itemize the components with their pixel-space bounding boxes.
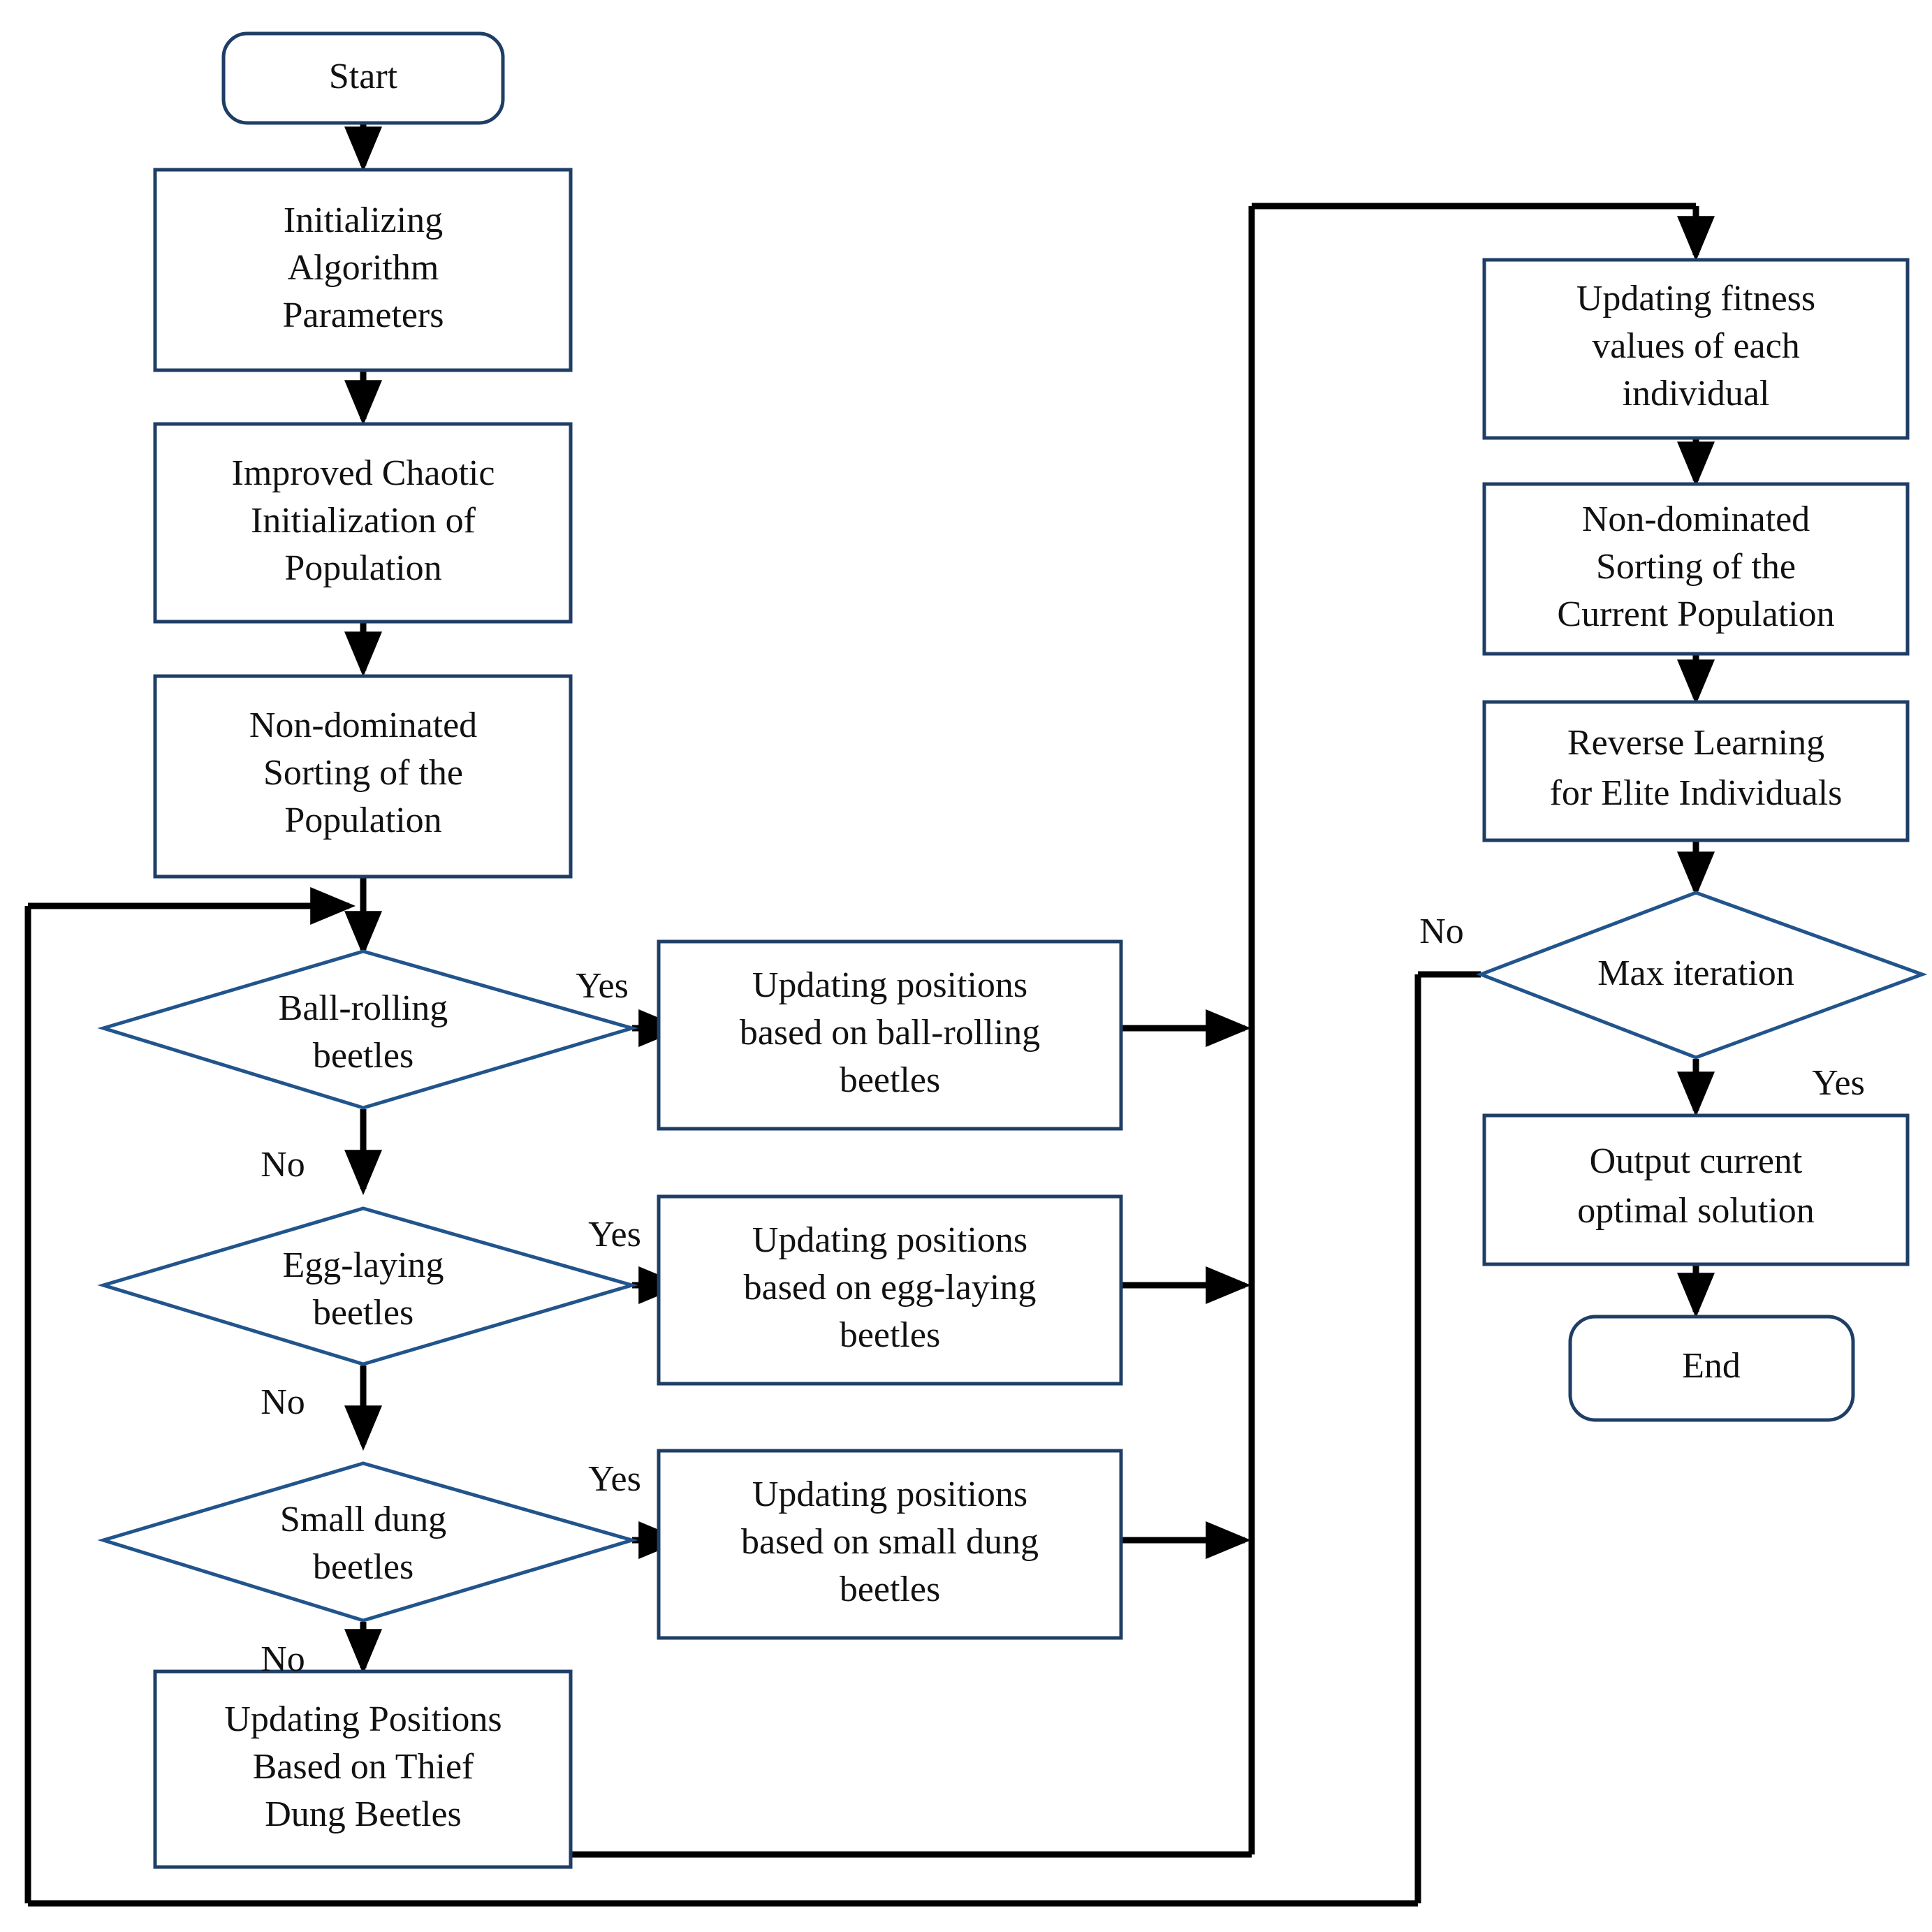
- node-update-fitness[interactable]: Updating fitness values of each individu…: [1482, 258, 1910, 440]
- max-iteration-label: Max iteration: [1597, 953, 1794, 993]
- chaotic-init-line-1: Improved Chaotic: [232, 453, 495, 493]
- edge-label-small-dung-no: No: [261, 1639, 305, 1679]
- update-small-dung-line-1: Updating positions: [752, 1474, 1027, 1514]
- update-thief-line-2: Based on Thief: [253, 1747, 474, 1787]
- update-ball-rolling-line-3: beetles: [840, 1060, 940, 1100]
- update-small-dung-line-2: based on small dung: [741, 1522, 1039, 1562]
- end-label: End: [1682, 1346, 1741, 1386]
- small-dung-shape: [97, 1461, 638, 1623]
- small-dung-line-1: Small dung: [280, 1500, 446, 1539]
- edge-label-ball-rolling-no: No: [261, 1145, 305, 1185]
- nds-population-line-3: Population: [284, 800, 441, 840]
- node-reverse-learning[interactable]: Reverse Learning for Elite Individuals: [1482, 700, 1910, 842]
- ball-rolling-shape: [97, 949, 638, 1110]
- node-output-optimal[interactable]: Output current optimal solution: [1482, 1113, 1910, 1266]
- init-params-line-3: Parameters: [282, 295, 444, 335]
- edge-label-small-dung-yes: Yes: [588, 1459, 641, 1499]
- reverse-learning-line-1: Reverse Learning: [1567, 723, 1824, 763]
- edge-label-max-iteration-no: No: [1419, 912, 1464, 951]
- update-small-dung-line-3: beetles: [840, 1569, 940, 1609]
- update-fitness-shape: [1482, 258, 1910, 440]
- start-label: Start: [329, 57, 398, 96]
- ball-rolling-line-1: Ball-rolling: [279, 988, 448, 1028]
- update-small-dung-shape: [657, 1449, 1123, 1640]
- chaotic-init-line-3: Population: [284, 548, 441, 588]
- nds-current-line-2: Sorting of the: [1596, 547, 1796, 587]
- update-fitness-line-2: values of each: [1592, 326, 1799, 366]
- egg-laying-shape: [97, 1206, 638, 1366]
- nds-population-line-1: Non-dominated: [249, 705, 477, 745]
- update-ball-rolling-line-2: based on ball-rolling: [740, 1013, 1040, 1053]
- update-thief-shape: [153, 1669, 573, 1869]
- node-nds-population[interactable]: Non-dominated Sorting of the Population: [153, 674, 573, 879]
- nds-current-line-3: Current Population: [1557, 594, 1834, 634]
- reverse-learning-shape: [1482, 700, 1910, 842]
- node-update-egg-laying[interactable]: Updating positions based on egg-laying b…: [657, 1194, 1123, 1386]
- node-chaotic-init[interactable]: Improved Chaotic Initialization of Popul…: [153, 422, 573, 624]
- edge-label-egg-laying-no: No: [261, 1382, 305, 1422]
- nds-current-shape: [1482, 482, 1910, 656]
- nds-population-shape: [153, 674, 573, 879]
- node-update-small-dung[interactable]: Updating positions based on small dung b…: [657, 1449, 1123, 1640]
- node-max-iteration[interactable]: Max iteration: [1476, 891, 1928, 1060]
- start-shape: [221, 31, 505, 125]
- node-ball-rolling[interactable]: Ball-rolling beetles: [97, 949, 638, 1110]
- init-params-line-2: Algorithm: [288, 248, 439, 288]
- update-egg-laying-shape: [657, 1194, 1123, 1386]
- update-fitness-line-3: individual: [1623, 374, 1770, 414]
- nds-population-line-2: Sorting of the: [263, 753, 463, 793]
- reverse-learning-line-2: for Elite Individuals: [1550, 773, 1843, 813]
- update-ball-rolling-shape: [657, 939, 1123, 1131]
- update-fitness-line-1: Updating fitness: [1576, 279, 1815, 319]
- edge-label-max-iteration-yes: Yes: [1812, 1063, 1865, 1103]
- chaotic-init-line-2: Initialization of: [251, 501, 476, 541]
- node-start[interactable]: Start: [221, 31, 505, 125]
- nds-current-line-1: Non-dominated: [1582, 499, 1810, 539]
- node-small-dung[interactable]: Small dung beetles: [97, 1461, 638, 1623]
- node-init-params[interactable]: Initializing Algorithm Parameters: [153, 168, 573, 372]
- chaotic-init-shape: [153, 422, 573, 624]
- node-nds-current[interactable]: Non-dominated Sorting of the Current Pop…: [1482, 482, 1910, 656]
- output-optimal-line-2: optimal solution: [1577, 1191, 1814, 1231]
- update-thief-line-1: Updating Positions: [224, 1699, 502, 1739]
- end-shape: [1568, 1315, 1855, 1422]
- init-params-shape: [153, 168, 573, 372]
- edge-label-egg-laying-yes: Yes: [588, 1215, 641, 1254]
- update-egg-laying-line-2: based on egg-laying: [744, 1268, 1037, 1308]
- edge-label-ball-rolling-yes: Yes: [576, 966, 629, 1006]
- node-update-ball-rolling[interactable]: Updating positions based on ball-rolling…: [657, 939, 1123, 1131]
- egg-laying-line-1: Egg-laying: [282, 1245, 444, 1285]
- ball-rolling-line-2: beetles: [313, 1036, 414, 1076]
- node-update-thief[interactable]: Updating Positions Based on Thief Dung B…: [153, 1669, 573, 1869]
- node-end[interactable]: End: [1568, 1315, 1855, 1422]
- egg-laying-line-2: beetles: [313, 1293, 414, 1333]
- update-egg-laying-line-3: beetles: [840, 1315, 940, 1355]
- output-optimal-line-1: Output current: [1590, 1141, 1803, 1181]
- update-ball-rolling-line-1: Updating positions: [752, 965, 1027, 1005]
- update-thief-line-3: Dung Beetles: [265, 1794, 462, 1834]
- max-iteration-shape: [1476, 891, 1928, 1060]
- update-egg-laying-line-1: Updating positions: [752, 1220, 1027, 1260]
- small-dung-line-2: beetles: [313, 1547, 414, 1587]
- output-optimal-shape: [1482, 1113, 1910, 1266]
- node-egg-laying[interactable]: Egg-laying beetles: [97, 1206, 638, 1366]
- init-params-line-1: Initializing: [284, 200, 443, 240]
